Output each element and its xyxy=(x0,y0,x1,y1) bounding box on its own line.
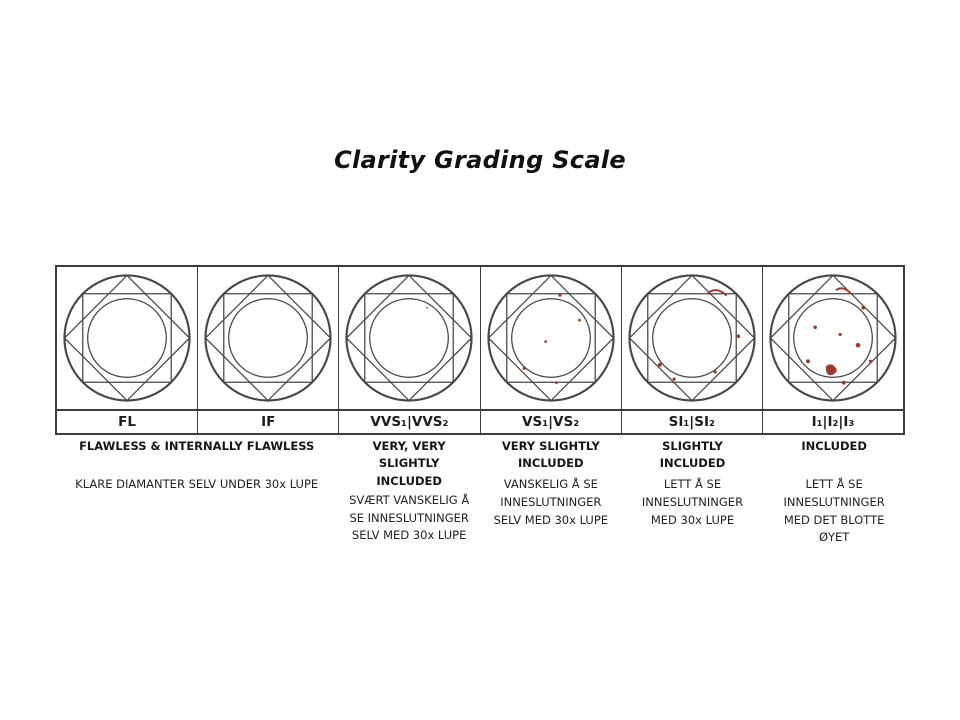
desc-body-vvs: SVÆRT VANSKELIG Å SE INNESLUTNINGER SELV… xyxy=(349,492,470,543)
grade-label-si: SI₁|SI₂ xyxy=(621,409,762,433)
desc-body-si: LETT Å SE INNESLUTNINGER MED 30x LUPE xyxy=(641,477,744,527)
desc-heading-vvs: VERY, VERY SLIGHTLY INCLUDED xyxy=(372,439,446,488)
grade-cell-vs: VS₁|VS₂ xyxy=(480,267,622,433)
grade-label-vs: VS₁|VS₂ xyxy=(480,409,621,433)
diamond-diagram-vvs xyxy=(339,267,479,409)
inclusion-marks xyxy=(657,289,741,381)
diamond-crown-icon xyxy=(486,274,615,402)
desc-si: SLIGHTLY INCLUDED LETT Å SE INNESLUTNING… xyxy=(622,438,764,529)
desc-heading-si: SLIGHTLY INCLUDED xyxy=(659,439,726,471)
grade-cell-vvs: VVS₁|VVS₂ xyxy=(339,267,481,433)
grade-label-vvs: VVS₁|VVS₂ xyxy=(339,409,480,433)
grade-descriptions: FLAWLESS & INTERNALLY FLAWLESS KLARE DIA… xyxy=(55,438,905,547)
desc-heading-flawless: FLAWLESS & INTERNALLY FLAWLESS xyxy=(79,439,315,453)
diamond-diagram-si xyxy=(622,267,762,409)
diamond-crown-icon xyxy=(769,274,897,402)
desc-body-vs: VANSKELIG Å SE INNESLUTNINGER SELV MED 3… xyxy=(493,477,609,527)
grade-cell-i: I₁|I₂|I₃ xyxy=(762,267,904,433)
diamond-diagram-vs xyxy=(481,267,621,409)
page-title: Clarity Grading Scale xyxy=(334,146,626,174)
desc-body-flawless: KLARE DIAMANTER SELV UNDER 30x LUPE xyxy=(75,477,319,491)
desc-included: INCLUDED LETT Å SE INNESLUTNINGER MED DE… xyxy=(763,438,905,547)
inclusion-marks xyxy=(426,306,429,309)
inclusion-marks xyxy=(805,287,873,385)
grade-label-if: IF xyxy=(198,409,339,433)
desc-vvs: VERY, VERY SLIGHTLY INCLUDED SVÆRT VANSK… xyxy=(338,438,480,545)
diamond-crown-icon xyxy=(628,274,756,402)
diamond-diagram-i xyxy=(763,267,903,409)
grade-cell-si: SI₁|SI₂ xyxy=(621,267,763,433)
grade-label-fl: FL xyxy=(57,409,198,433)
desc-heading-vs: VERY SLIGHTLY INCLUDED xyxy=(501,439,600,471)
desc-heading-included: INCLUDED xyxy=(801,439,867,453)
diamond-diagram-fl xyxy=(57,267,197,409)
grade-label-i: I₁|I₂|I₃ xyxy=(762,409,904,433)
clarity-grade-table: FL IF VVS₁|VVS₂ xyxy=(55,265,905,435)
diamond-diagram-if xyxy=(198,267,338,409)
diamond-crown-icon xyxy=(345,274,474,402)
grade-cell-if: IF xyxy=(198,267,340,433)
desc-flawless: FLAWLESS & INTERNALLY FLAWLESS KLARE DIA… xyxy=(55,438,338,494)
desc-vs: VERY SLIGHTLY INCLUDED VANSKELIG Å SE IN… xyxy=(480,438,622,529)
inclusion-marks xyxy=(522,293,581,385)
diamond-crown-icon xyxy=(63,274,191,402)
diamond-crown-icon xyxy=(204,274,332,402)
desc-body-included: LETT Å SE INNESLUTNINGER MED DET BLOTTE … xyxy=(783,477,885,545)
grade-cell-fl: FL xyxy=(57,267,199,433)
